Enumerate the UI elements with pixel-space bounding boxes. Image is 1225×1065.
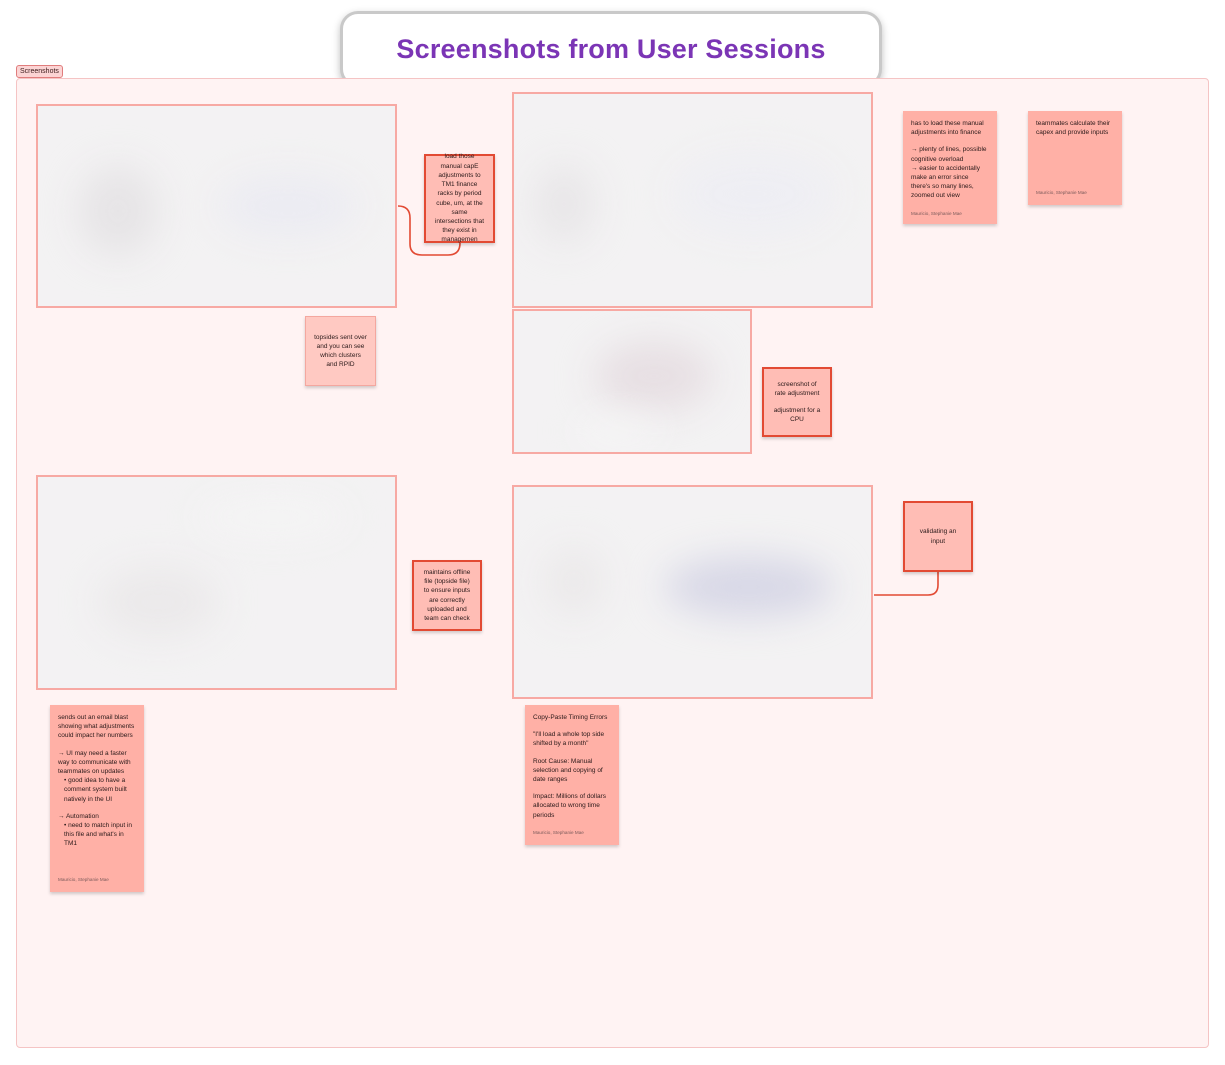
sticky-note-copy-paste-errors[interactable]: Copy-Paste Timing Errors "I'll load a wh… xyxy=(525,705,619,845)
note-text: has to load these manual adjustments int… xyxy=(911,120,984,137)
note-text: sends out an email blast showing what ad… xyxy=(58,714,135,740)
note-text: adjustment for a CPU xyxy=(773,407,821,424)
note-text: • good idea to have a comment system bui… xyxy=(64,777,127,803)
note-text: → plenty of lines, possible cognitive ov… xyxy=(911,146,987,163)
sticky-note-manual-adjustments[interactable]: has to load these manual adjustments int… xyxy=(903,111,997,224)
note-author: Mauricio, Stephanie Mae xyxy=(911,210,962,216)
sticky-note-offline-file[interactable]: maintains offline file (topside file) to… xyxy=(412,560,482,631)
sticky-note-teammates[interactable]: teammates calculate their capex and prov… xyxy=(1028,111,1122,205)
board-title: Screenshots from User Sessions xyxy=(396,33,826,64)
screenshot-5[interactable] xyxy=(512,485,873,699)
sticky-note-email-blast[interactable]: sends out an email blast showing what ad… xyxy=(50,705,144,892)
section-label[interactable]: Screenshots xyxy=(16,65,63,78)
screenshot-4[interactable] xyxy=(36,475,397,690)
note-text: Impact: Millions of dollars allocated to… xyxy=(533,793,606,819)
note-text: maintains offline file (topside file) to… xyxy=(423,568,471,622)
note-text: load those manual capE adjustments to TM… xyxy=(434,153,485,244)
sticky-note-rate-adjustment[interactable]: screenshot of rate adjustment adjustment… xyxy=(762,367,832,437)
note-text: "I'll load a whole top side shifted by a… xyxy=(533,731,605,748)
note-text: screenshot of rate adjustment xyxy=(774,380,820,397)
sticky-note-topsides[interactable]: topsides sent over and you can see which… xyxy=(305,316,376,386)
screenshot-3[interactable] xyxy=(512,309,752,454)
note-text: • need to match input in this file and w… xyxy=(64,822,133,848)
note-text: → Automation xyxy=(58,812,99,820)
note-text: Copy-Paste Timing Errors xyxy=(533,714,608,721)
note-text: → UI may need a faster way to communicat… xyxy=(58,749,131,776)
note-author: Mauricio, Stephanie Mae xyxy=(533,829,584,835)
screenshot-1[interactable] xyxy=(36,104,397,308)
sticky-note-load-capex[interactable]: load those manual capE adjustments to TM… xyxy=(424,153,495,244)
board-title-card[interactable]: Screenshots from User Sessions xyxy=(340,11,882,87)
note-text: topsides sent over and you can see which… xyxy=(314,333,367,369)
note-text: validating an input xyxy=(919,528,957,545)
sticky-note-validating-input[interactable]: validating an input xyxy=(903,501,973,572)
note-author: Mauricio, Stephanie Mae xyxy=(58,876,109,882)
note-text: Root Cause: Manual selection and copying… xyxy=(533,757,603,784)
note-text: teammates calculate their capex and prov… xyxy=(1036,120,1111,137)
note-author: Mauricio, Stephanie Mae xyxy=(1036,189,1087,195)
screenshot-2[interactable] xyxy=(512,92,873,308)
note-text: → easier to accidentally make an error s… xyxy=(911,164,981,200)
